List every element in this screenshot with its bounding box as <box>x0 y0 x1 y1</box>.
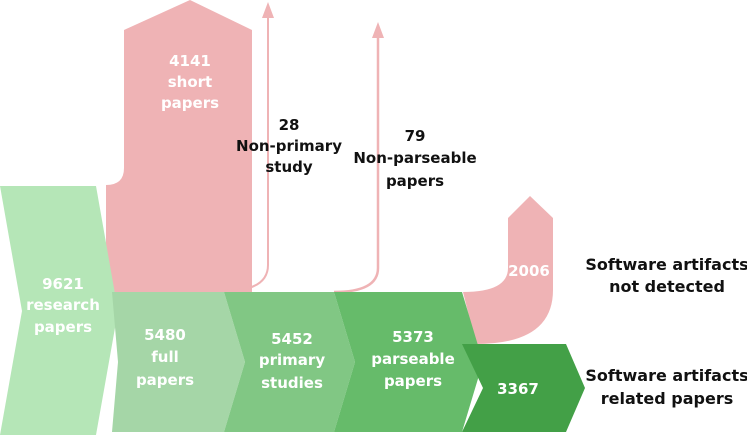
research-papers-line1: research <box>26 296 100 314</box>
non-parseable-count: 79 <box>405 127 426 145</box>
non-parseable-arrowhead <box>372 22 384 38</box>
full-papers-line2: papers <box>136 371 194 389</box>
related-label-line2: related papers <box>601 389 734 408</box>
non-primary-arrowhead <box>262 2 274 18</box>
not-detected-label-line1: Software artifacts <box>585 255 747 274</box>
parseable-papers-count: 5373 <box>392 328 434 346</box>
full-papers-line1: full <box>151 348 179 366</box>
artifacts-related-node <box>462 344 585 432</box>
primary-studies-line1: primary <box>259 351 325 369</box>
non-primary-count: 28 <box>279 116 300 134</box>
short-papers-line2: papers <box>161 94 219 112</box>
parseable-papers-line1: parseable <box>371 350 455 368</box>
non-primary-line2: study <box>265 158 313 176</box>
short-papers-count: 4141 <box>169 52 211 70</box>
parseable-papers-node <box>334 292 483 432</box>
non-primary-arrow <box>223 8 269 292</box>
short-papers-arrow <box>106 0 252 292</box>
research-papers-node <box>0 186 118 435</box>
not-detected-arrow <box>463 196 553 344</box>
artifacts-related-count: 3367 <box>497 380 539 398</box>
primary-studies-count: 5452 <box>271 330 313 348</box>
research-papers-line2: papers <box>34 318 92 336</box>
not-detected-label-line2: not detected <box>609 277 725 296</box>
related-label-line1: Software artifacts <box>585 366 747 385</box>
non-parseable-line2: papers <box>386 172 444 190</box>
research-papers-count: 9621 <box>42 275 84 293</box>
parseable-papers-line2: papers <box>384 372 442 390</box>
non-parseable-line1: Non-parseable <box>353 149 476 167</box>
short-papers-line1: short <box>168 73 212 91</box>
non-primary-line1: Non-primary <box>236 137 342 155</box>
primary-studies-node <box>224 292 355 432</box>
full-papers-count: 5480 <box>144 326 186 344</box>
not-detected-count: 2006 <box>508 262 550 280</box>
non-parseable-arrow <box>333 26 380 294</box>
full-papers-node <box>112 292 245 432</box>
primary-studies-line2: studies <box>261 374 323 392</box>
